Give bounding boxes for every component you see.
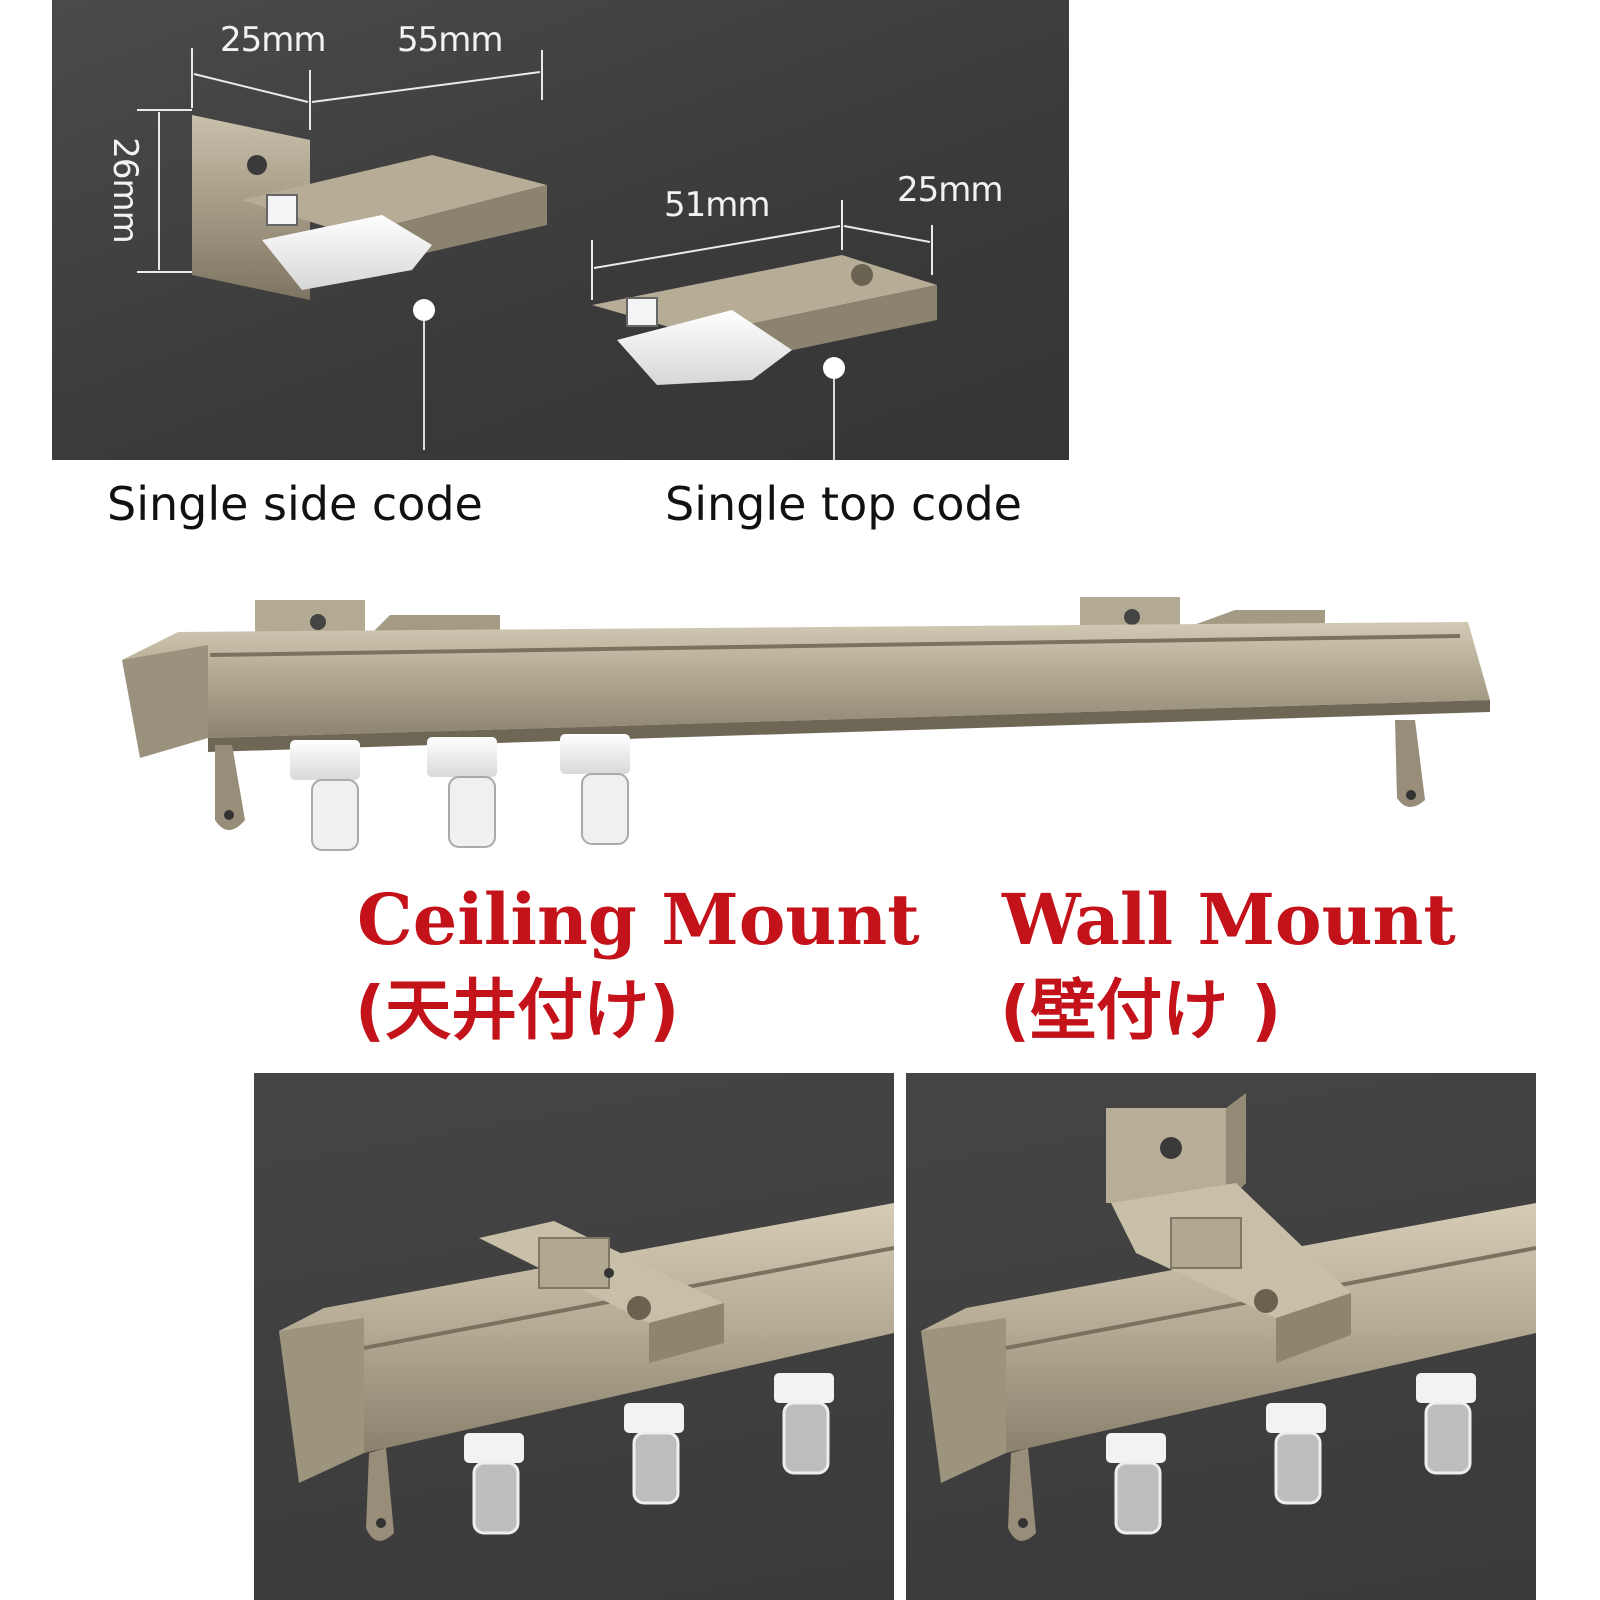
ceiling-mount-illustration — [279, 1203, 894, 1541]
caption-pointers — [413, 299, 845, 460]
rail-body — [122, 622, 1490, 758]
wall-mount-subtitle: (壁付け ) — [1000, 972, 1282, 1049]
ceiling-mount-subtitle: (天井付け) — [355, 972, 680, 1049]
top-bracket-shape — [592, 255, 937, 385]
rail-runners — [290, 734, 630, 851]
side-dimension-lines — [137, 48, 543, 273]
rail-top-brackets — [255, 597, 1325, 665]
ceiling-runners — [464, 1373, 834, 1535]
top-width-b-label: 25mm — [897, 170, 1004, 210]
side-height-label: 26mm — [104, 137, 145, 243]
side-bracket-shape — [192, 115, 547, 300]
side-width-b-label: 55mm — [397, 20, 504, 60]
side-width-a-label: 25mm — [220, 20, 327, 60]
wall-mount-illustration — [921, 1093, 1536, 1541]
wall-mount-panel — [906, 1073, 1536, 1600]
bracket-dimensions-panel: 25mm 55mm 26mm 51mm 25mm — [52, 0, 1069, 460]
single-side-code-caption: Single side code — [107, 477, 483, 531]
single-top-code-caption: Single top code — [665, 477, 1022, 531]
wall-mount-title: Wall Mount — [1002, 878, 1456, 961]
top-width-a-label: 51mm — [664, 185, 771, 225]
top-dimension-lines — [591, 200, 933, 300]
ceiling-mount-title: Ceiling Mount — [357, 878, 920, 961]
wall-runners — [1106, 1373, 1476, 1535]
bracket-illustration — [137, 48, 937, 460]
rail-end-hangers — [215, 720, 1425, 830]
ceiling-mount-panel — [254, 1073, 894, 1600]
